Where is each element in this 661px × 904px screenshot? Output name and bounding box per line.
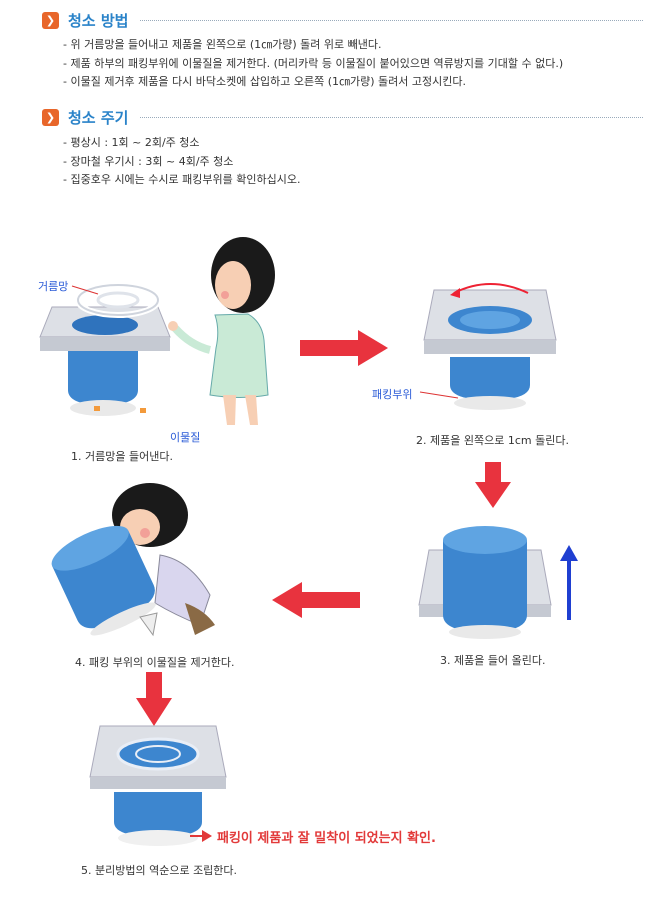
step2-illustration (423, 283, 557, 410)
arrow-left-icon (272, 582, 360, 618)
confirm-note: 패킹이 제품과 잘 밀착이 되었는지 확인. (217, 831, 436, 846)
arrow-down-icon (475, 462, 511, 508)
list-item: - 위 거름망을 들어내고 제품을 왼쪽으로 (1㎝가량) 돌려 위로 빼낸다. (63, 38, 382, 51)
step2-caption: 2. 제품을 왼쪽으로 1cm 돌린다. (416, 434, 569, 447)
arrow-down-icon (136, 672, 172, 726)
leader-line-strainer (71, 285, 99, 295)
pointer-arrow-icon (190, 830, 212, 842)
divider (140, 20, 643, 21)
section-title: 청소 방법 (68, 11, 129, 30)
label-strainer: 거름망 (38, 280, 69, 293)
cleaning-cycle-list: - 평상시 : 1회 ~ 2회/주 청소 - 장마철 우기시 : 3회 ~ 4회… (63, 134, 300, 190)
step3-illustration (418, 526, 552, 639)
arrow-up-icon (560, 545, 578, 620)
step5-illustration (89, 725, 227, 846)
chevron-right-icon: ❯ (42, 11, 59, 29)
list-item: - 장마철 우기시 : 3회 ~ 4회/주 청소 (63, 154, 234, 168)
step1-caption: 1. 거름망을 들어낸다. (71, 450, 173, 463)
label-foreign-matter: 이물질 (170, 431, 201, 444)
step3-caption: 3. 제품을 들어 올린다. (440, 654, 546, 667)
divider (140, 117, 643, 118)
step1-illustration (39, 237, 275, 425)
step4-caption: 4. 패킹 부위의 이물질을 제거한다. (75, 656, 235, 669)
label-packing: 패킹부위 (372, 388, 413, 401)
section-heading-cleaning-method: ❯ 청소 방법 (42, 10, 128, 30)
list-item: - 제품 하부의 패킹부위에 이물질을 제거한다. (머리카락 등 이물질이 붙… (63, 56, 564, 70)
section-title: 청소 주기 (68, 108, 129, 127)
section-heading-cleaning-cycle: ❯ 청소 주기 (42, 107, 128, 127)
step4-illustration (51, 483, 215, 637)
arrow-right-icon (300, 330, 388, 366)
list-item: - 집중호우 시에는 수시로 패킹부위를 확인하십시오. (63, 173, 301, 186)
step5-caption: 5. 분리방법의 역순으로 조립한다. (81, 864, 238, 877)
chevron-right-icon: ❯ (42, 108, 59, 126)
cleaning-method-list: - 위 거름망을 들어내고 제품을 왼쪽으로 (1㎝가량) 돌려 위로 빼낸다.… (63, 36, 563, 92)
list-item: - 평상시 : 1회 ~ 2회/주 청소 (63, 136, 200, 149)
leader-line-packing (419, 391, 459, 399)
list-item: - 이물질 제거후 제품을 다시 바닥소켓에 삽입하고 오른쪽 (1㎝가량) 돌… (63, 75, 466, 88)
